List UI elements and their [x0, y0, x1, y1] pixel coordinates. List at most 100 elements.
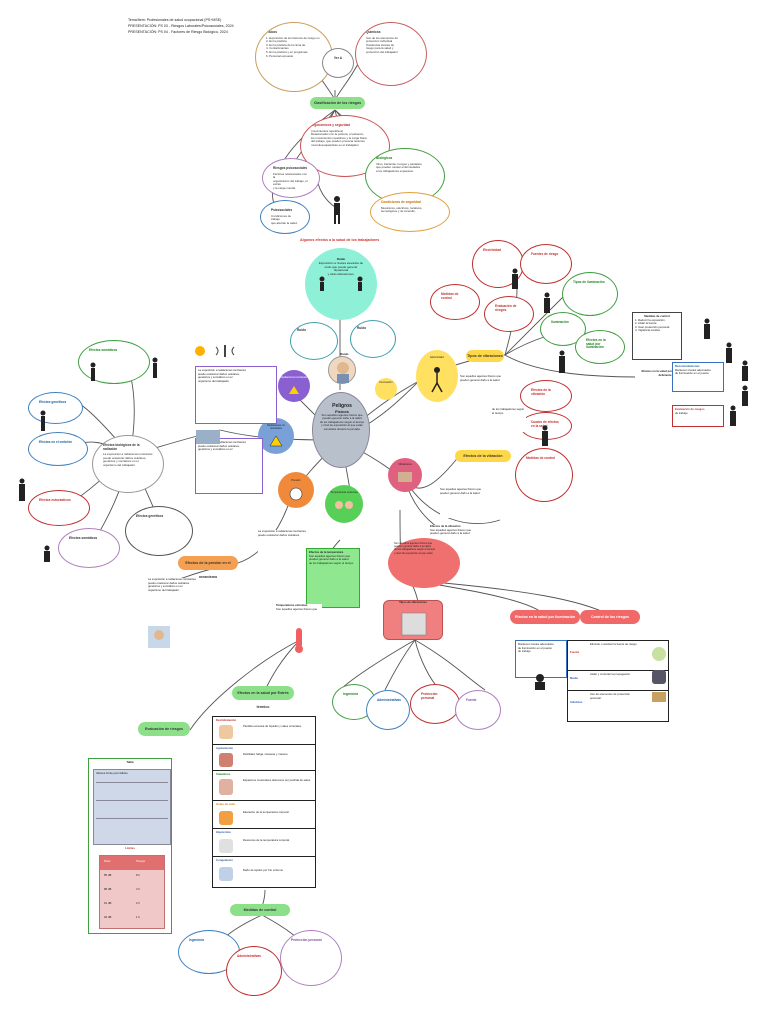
biological-title: Biológicos — [376, 156, 393, 160]
vibration-cloud-title: Efectos de la vibración — [531, 388, 551, 396]
evaluation-pill: Evaluación de riesgos — [138, 722, 190, 736]
lighting-cloud-title: Tipos de iluminación — [573, 280, 605, 284]
table-cell: 85 dB — [104, 873, 112, 877]
pressure-label: Presión — [291, 478, 301, 482]
ppe-cloud: Protección personal — [410, 684, 460, 724]
control-row-label: Medio — [570, 676, 579, 680]
temperature-types-title: Temperaturas extremas — [276, 604, 308, 607]
center-line: y nivel de exposición al que están — [321, 423, 363, 428]
person-photo-icon — [148, 626, 170, 648]
temperature-types-line: Son aquellos agentes físicos que — [276, 606, 318, 611]
thermal-row-text: Elevación de la temperatura corporal. — [243, 810, 290, 814]
temperature-box-title: Efectos de la temperatura — [309, 550, 344, 554]
table-cell: 88 dB — [104, 887, 112, 891]
divider — [96, 818, 168, 819]
illumination-effects-pill: Efectos en la salud por iluminación defi… — [510, 610, 580, 633]
somatic-cloud: Efectos somáticos — [78, 340, 150, 384]
risk-control-pill: Control de los riesgos — [580, 610, 640, 624]
classification-pill: Clasificación de los riesgos — [310, 97, 365, 109]
header-line-3: PRESENTACIÓN: PS 04 - Factores de Riesgo… — [128, 30, 228, 34]
engineering-bottom-title: Ingeniería — [189, 938, 205, 942]
lighting-cloud-title: Iluminación — [551, 320, 569, 324]
ionizing-node: Radiaciones ionizantes — [278, 370, 310, 402]
physical-line: 2. En la práctica — [266, 39, 287, 44]
pressure-mid-line: puede ocasionar daños celulares, — [258, 532, 300, 537]
pressure-effects-pill: Efectos de la presión en el organismo — [178, 556, 238, 579]
center-title: Peligros — [332, 403, 352, 409]
thermal-stress-pill: Efectos en la salud por Estrés térmico — [232, 686, 294, 709]
electric-risk-cloud-4: Evaluación de riesgos — [484, 296, 534, 332]
building-icon — [401, 612, 427, 636]
worker-icon — [540, 292, 554, 314]
source-cloud: Fuente — [455, 690, 501, 730]
table-cell: 2 h — [136, 901, 140, 905]
ppe-bottom-title: Protección personal — [291, 938, 322, 942]
pressure-node: Presión — [278, 472, 314, 508]
physical-cloud: Físicos 1. Exposición de los factores de… — [255, 22, 333, 92]
person-icon — [38, 410, 48, 432]
noise-line: Exposición a niveles elevados de — [318, 260, 364, 265]
header-line-1: Tema/Item: Profesionales de salud ocupac… — [128, 18, 222, 22]
temperature-label: Temperaturas extremas — [330, 491, 358, 494]
noise-line: ruido que puede generar hipoacusia — [324, 264, 358, 273]
recommendation-line: Mantener niveles adecuados — [675, 367, 711, 372]
psychosocial-cloud: Riesgos psicosociales Factores relaciona… — [262, 158, 320, 198]
electric-control-title: Medidas de control — [441, 292, 459, 300]
left-small-title: Psicosociales — [271, 208, 293, 212]
physical-line: 3. En la práctica de la rama de — [266, 42, 306, 47]
worker-icon — [508, 268, 522, 290]
table-cell: 4 h — [136, 887, 140, 891]
radiation-icon — [289, 386, 299, 394]
person-icon — [738, 360, 752, 382]
safety-line: Mecánicos, eléctricos, locativos, — [381, 205, 423, 210]
thermal-row: Golpe de calor Elevación de la temperatu… — [213, 801, 315, 829]
vibration-effects-line: Son aquellos agentes físicos que — [440, 488, 482, 491]
vibration-text-line: pueden generar daño a la salud — [430, 531, 470, 536]
pressure-line: genéticos y somáticos en el — [148, 584, 183, 589]
physical-line: 6. Personal expuesto — [266, 53, 294, 58]
table-cell: 8 h — [136, 873, 140, 877]
person-ear-icon — [355, 276, 365, 292]
ergonomic-line: musculoesqueléticas en el trabajador. — [311, 142, 360, 147]
embryo-title: Efectos en el embrión — [39, 440, 73, 444]
chemical-cloud-title: Químicos — [366, 30, 381, 34]
control-measure-line: 1. Reducir la exposición. — [635, 317, 666, 322]
person-sitting-icon — [40, 545, 54, 563]
illumination-line: de trabajo. — [518, 649, 532, 654]
control-row: Medio Aislar y controlar la propagación. — [568, 671, 668, 691]
noise-limits-info: Valores límite permisibles — [93, 769, 171, 845]
vibration-red-line: Son aquellos agentes físicos que — [394, 542, 433, 545]
vibration-red-node: Son aquellos agentes físicos que pueden … — [388, 538, 460, 588]
noise-right-cloud: Ruido — [350, 320, 396, 358]
ppe-title: Protección personal — [421, 692, 438, 700]
noise-limits-panel: Tabla Valores límite permisibles Límites… — [88, 758, 172, 934]
center-line: pueden generar daño a la salud — [322, 416, 362, 421]
person-ear-icon — [317, 276, 327, 292]
antenna-icon — [212, 343, 242, 359]
control-row-text: Uso de elementos de protección personal. — [590, 692, 631, 700]
stochastic-title: Efectos estocásticos — [39, 498, 71, 502]
radiation-effects-line: La exposición a radiaciones ionizantes — [103, 452, 153, 457]
person-headache-icon — [530, 672, 550, 690]
ionizing-description-box: La exposición a radiaciones ionizantes p… — [195, 366, 277, 424]
chemical-line: protección del trabajador — [366, 49, 398, 54]
control-measures-box: Medidas de control 1. Reducir la exposic… — [632, 312, 682, 360]
chemical-line: protección individual — [366, 39, 393, 44]
walking-person-icon — [431, 367, 443, 393]
thermal-row: Congelación Daño de tejidos por frío ext… — [213, 857, 315, 887]
physical-line: 4. Contaminantes — [266, 46, 289, 51]
left-mid-cloud: Efectos genéticos — [125, 506, 193, 556]
sun-icon — [192, 343, 208, 359]
divider — [96, 800, 168, 801]
person-icon — [219, 725, 233, 739]
vibration-right-cloud-1: Efectos de la vibración — [520, 380, 572, 412]
ergonomic-line: del trabajo, que pueden provocar lesione… — [311, 139, 365, 144]
pressure-text: La exposición a radiaciones ionizantes p… — [148, 578, 248, 630]
vibration-node: Vibraciones — [388, 458, 422, 492]
person-icon — [738, 385, 752, 407]
vibration-text-title: Efectos de la vibración — [430, 525, 461, 528]
safety-line: tecnológicos y de incendio. — [381, 209, 416, 214]
non-ionizing-description-box: La exposición a radiaciones ionizantes p… — [195, 438, 263, 494]
divider — [96, 782, 168, 783]
ionizing-desc-line: La exposición a radiaciones ionizantes — [198, 368, 246, 372]
